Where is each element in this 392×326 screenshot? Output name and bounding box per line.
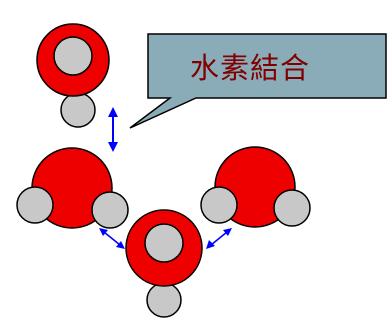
hydrogen-bond-arrow-right bbox=[206, 228, 232, 249]
water-molecule-top bbox=[36, 23, 110, 128]
hydrogen-atom bbox=[144, 223, 184, 263]
hydrogen-atom bbox=[146, 282, 182, 318]
hydrogen-atom bbox=[200, 186, 238, 224]
hydrogen-atom bbox=[273, 189, 311, 227]
water-molecule-bottom bbox=[125, 209, 203, 318]
callout: 水素結合 bbox=[129, 33, 387, 129]
hydrogen-bond-arrows bbox=[99, 107, 232, 249]
callout-bubble bbox=[129, 33, 387, 129]
water-molecule-left bbox=[16, 147, 129, 229]
hydrogen-atom bbox=[16, 186, 54, 224]
callout-label: 水素結合 bbox=[190, 51, 310, 85]
hydrogen-atom bbox=[60, 92, 96, 128]
hydrogen-bond-arrow-left bbox=[99, 228, 125, 249]
hydrogen-atom bbox=[53, 36, 93, 76]
hydrogen-bond-arrow-vertical bbox=[108, 107, 118, 152]
hydrogen-atom bbox=[91, 191, 129, 229]
water-molecule-right bbox=[200, 146, 311, 228]
